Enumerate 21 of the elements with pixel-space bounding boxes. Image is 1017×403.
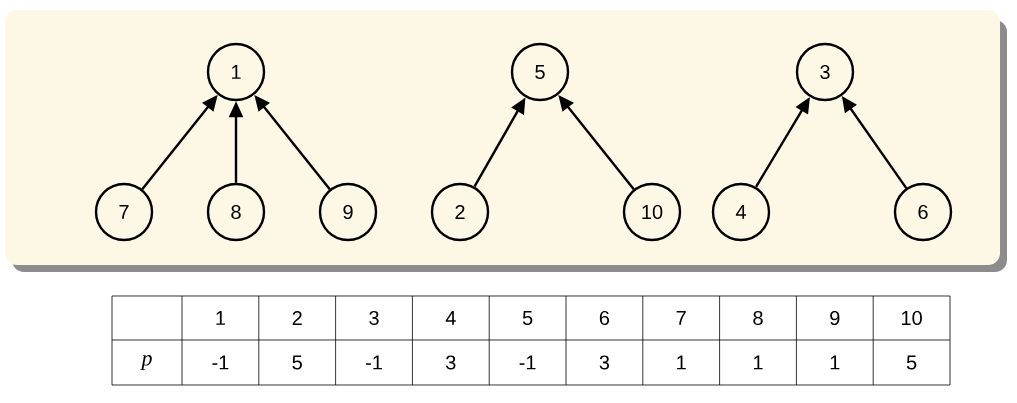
table-cell: 9 (830, 310, 840, 326)
table-cell: 6 (599, 310, 610, 326)
table-cell: 5 (906, 355, 917, 370)
table-cell: 4 (445, 311, 456, 325)
table-cell: 3 (446, 355, 456, 370)
table-cell: -1 (519, 355, 536, 370)
table-cell: 3 (599, 355, 610, 370)
table-cell: 10 (902, 310, 922, 326)
table-cell: 1 (216, 311, 225, 325)
table-cell: -1 (212, 355, 229, 370)
table-cell: 5 (522, 311, 533, 325)
table-cell: -1 (366, 355, 382, 370)
table-cell: 3 (369, 310, 379, 326)
table-cell: 2 (292, 311, 302, 325)
table-cell: 1 (677, 355, 686, 370)
table-cell: 5 (292, 355, 302, 370)
table-cell: 8 (753, 310, 763, 326)
table-cell: 1 (830, 355, 840, 370)
table-cell: 1 (753, 355, 763, 370)
table-cell: 7 (676, 311, 686, 325)
table-cell: p (140, 354, 152, 370)
